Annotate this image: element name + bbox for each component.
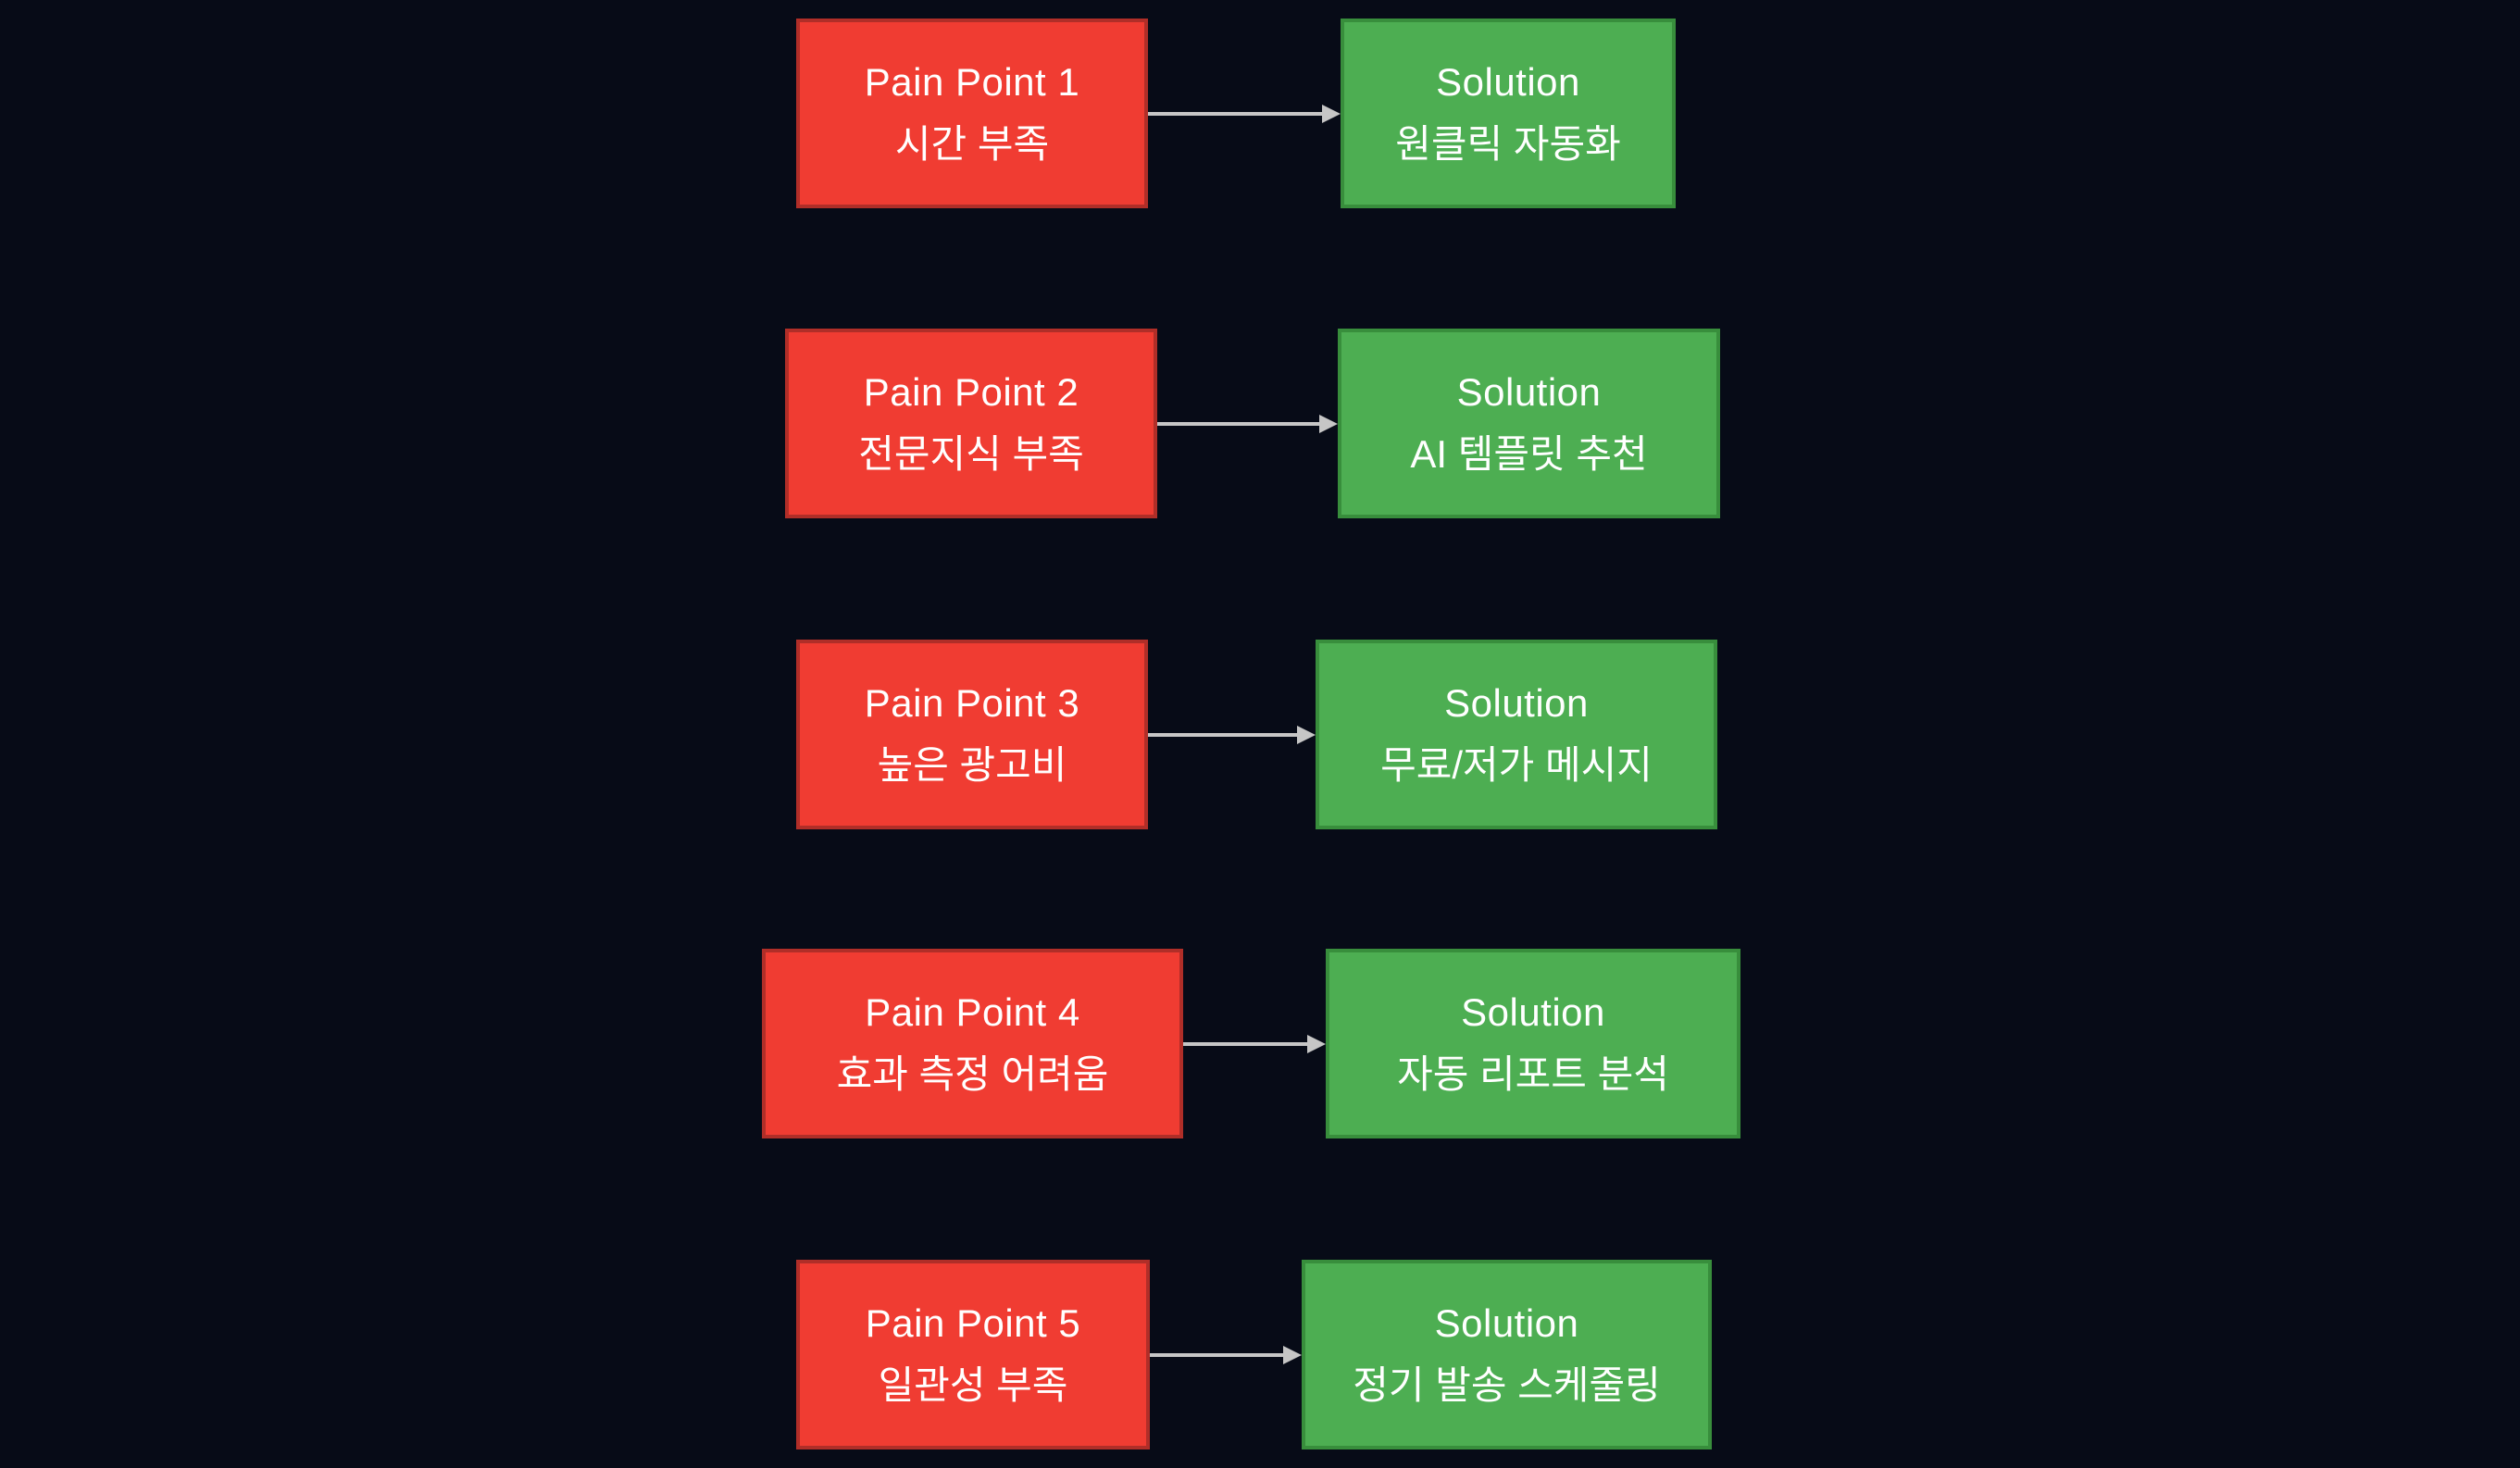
solution-subtitle: 자동 리포트 분석 — [1397, 1051, 1669, 1096]
pain-point-title: Pain Point 5 — [865, 1301, 1081, 1346]
solution-subtitle: 무료/저가 메시지 — [1380, 742, 1653, 787]
solution-box: Solution AI 템플릿 추천 — [1338, 329, 1720, 518]
diagram-row: Pain Point 1 시간 부족 Solution 원클릭 자동화 — [0, 19, 2520, 208]
pain-point-box: Pain Point 3 높은 광고비 — [796, 640, 1148, 829]
pain-point-title: Pain Point 3 — [864, 681, 1080, 726]
arrow-head-icon — [1283, 1346, 1302, 1364]
pain-point-title: Pain Point 1 — [864, 60, 1080, 105]
pain-point-subtitle: 효과 측정 어려움 — [836, 1051, 1109, 1096]
solution-subtitle: 원클릭 자동화 — [1395, 121, 1621, 166]
pain-point-title: Pain Point 2 — [863, 370, 1079, 415]
solution-title: Solution — [1461, 990, 1605, 1035]
arrow-head-icon — [1319, 415, 1338, 433]
arrow-line — [1183, 1042, 1310, 1046]
pain-point-subtitle: 전문지식 부족 — [858, 431, 1084, 476]
arrow-line — [1157, 422, 1322, 426]
diagram-row: Pain Point 5 일관성 부족 Solution 정기 발송 스케줄링 — [0, 1260, 2520, 1449]
arrow-line — [1150, 1353, 1286, 1357]
pain-point-subtitle: 높은 광고비 — [877, 742, 1067, 787]
pain-point-subtitle: 일관성 부족 — [878, 1362, 1068, 1407]
solution-box: Solution 원클릭 자동화 — [1341, 19, 1676, 208]
pain-point-box: Pain Point 1 시간 부족 — [796, 19, 1148, 208]
arrow-line — [1148, 733, 1300, 737]
arrow-head-icon — [1307, 1035, 1326, 1053]
pain-point-box: Pain Point 2 전문지식 부족 — [785, 329, 1157, 518]
solution-subtitle: 정기 발송 스케줄링 — [1353, 1362, 1661, 1407]
solution-box: Solution 정기 발송 스케줄링 — [1302, 1260, 1712, 1449]
arrow-connector — [1148, 640, 1316, 829]
solution-box: Solution 무료/저가 메시지 — [1316, 640, 1717, 829]
solution-title: Solution — [1434, 1301, 1579, 1346]
solution-title: Solution — [1456, 370, 1602, 415]
diagram-row: Pain Point 2 전문지식 부족 Solution AI 템플릿 추천 — [0, 329, 2520, 518]
arrow-connector — [1150, 1260, 1302, 1449]
pain-point-box: Pain Point 4 효과 측정 어려움 — [762, 949, 1183, 1138]
arrow-connector — [1157, 329, 1338, 518]
pain-point-subtitle: 시간 부족 — [894, 121, 1050, 166]
diagram-row: Pain Point 4 효과 측정 어려움 Solution 자동 리포트 분… — [0, 949, 2520, 1138]
pain-point-title: Pain Point 4 — [865, 990, 1080, 1035]
arrow-head-icon — [1297, 726, 1316, 744]
arrow-line — [1148, 112, 1325, 116]
solution-title: Solution — [1444, 681, 1589, 726]
arrow-connector — [1148, 19, 1341, 208]
arrow-head-icon — [1322, 105, 1341, 123]
pain-point-box: Pain Point 5 일관성 부족 — [796, 1260, 1150, 1449]
solution-box: Solution 자동 리포트 분석 — [1326, 949, 1740, 1138]
solution-subtitle: AI 템플릿 추천 — [1410, 431, 1648, 476]
diagram-row: Pain Point 3 높은 광고비 Solution 무료/저가 메시지 — [0, 640, 2520, 829]
solution-title: Solution — [1436, 60, 1580, 105]
arrow-connector — [1183, 949, 1326, 1138]
